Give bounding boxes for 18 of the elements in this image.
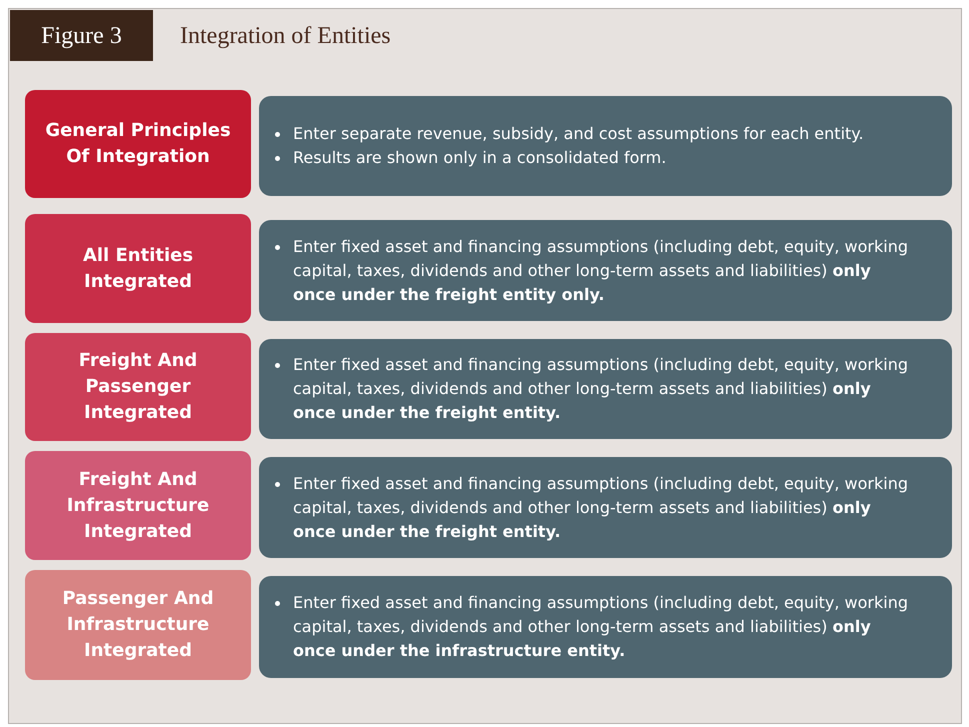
figure-number-tab: Figure 3 — [10, 10, 153, 61]
description-box — [259, 339, 952, 439]
category-box: Passenger And Infrastructure Integrated — [25, 570, 251, 680]
description-text: Enter fixed asset and financing assumptions (including debt, equity, working capital, taxes, dividends and other long-term assets and liabilities) only once under the infrastructure entity. — [293, 592, 910, 662]
description-box — [259, 457, 952, 558]
category-box: All Entities Integrated — [25, 214, 251, 323]
description-box — [259, 576, 952, 678]
bullet-text: Results are shown only in a consolidated form. — [293, 147, 666, 169]
description-box — [259, 220, 952, 321]
category-box: Freight And Passenger Integrated — [25, 333, 251, 441]
description-text: Enter fixed asset and financing assumptions (including debt, equity, working capital, taxes, dividends and other long-term assets and liabilities) only once under the freight entity only. — [293, 236, 910, 306]
figure-title: Integration of Entities — [180, 22, 391, 51]
category-box: General Principles Of Integration — [25, 90, 251, 198]
description-text: Enter fixed asset and financing assumptions (including debt, equity, working capital, taxes, dividends and other long-term assets and liabilities) only once under the freight entity. — [293, 354, 910, 424]
bullet-text: Enter separate revenue, subsidy, and cost assumptions for each entity. — [293, 123, 864, 145]
description-box — [259, 96, 952, 196]
description-text: Enter fixed asset and financing assumptions (including debt, equity, working capital, taxes, dividends and other long-term assets and liabilities) only once under the freight entity. — [293, 472, 910, 542]
category-box: Freight And Infrastructure Integrated — [25, 451, 251, 560]
